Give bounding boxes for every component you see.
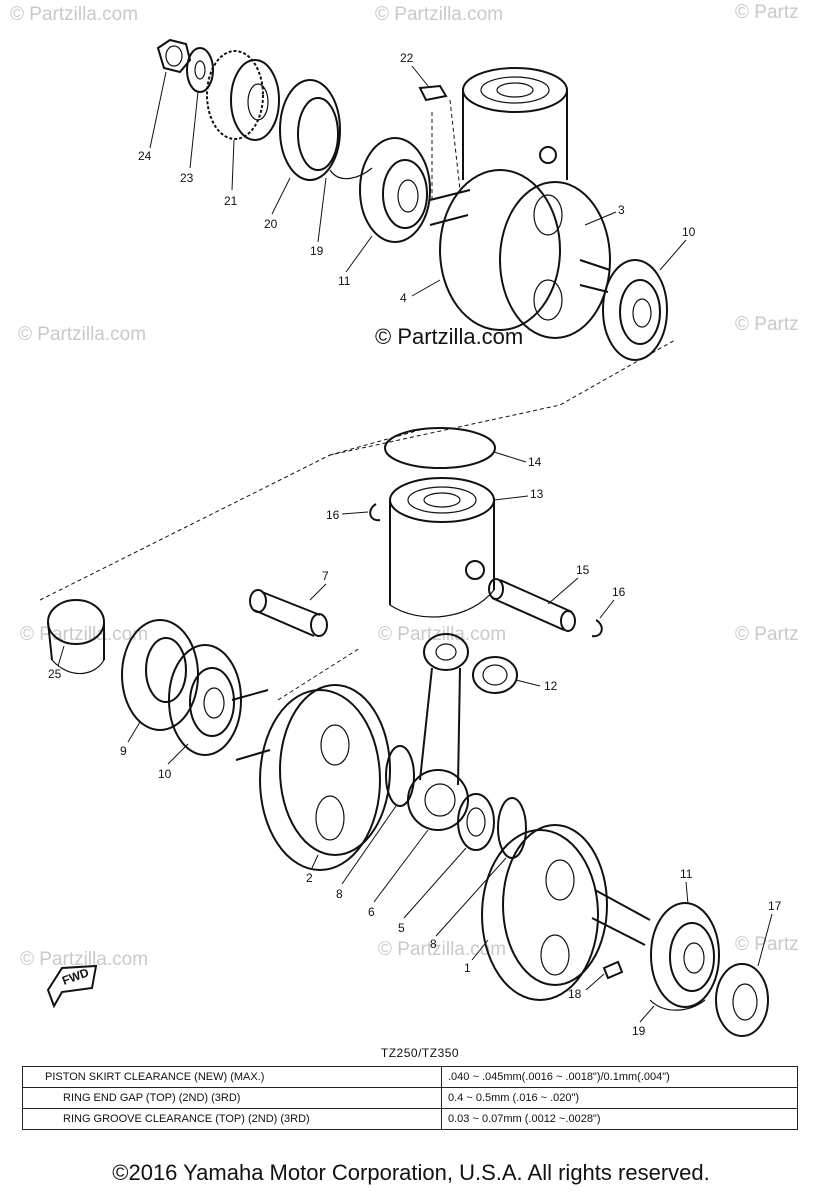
spec-table: PISTON SKIRT CLEARANCE (NEW) (MAX.) .040… — [22, 1066, 798, 1130]
watermark-top-left: © Partzilla.com — [10, 4, 138, 25]
watermark-right-2: © Partz — [735, 624, 799, 645]
watermark-bottom-right: © Partz — [735, 934, 799, 955]
callout-10-top: 10 — [682, 225, 696, 239]
table-row: RING GROOVE CLEARANCE (TOP) (2ND) (3RD) … — [22, 1108, 798, 1130]
callout-19-lower: 19 — [632, 1024, 646, 1038]
watermark-bottom-left: © Partzilla.com — [20, 949, 148, 970]
part-14-piston-ring — [384, 427, 496, 469]
callout-18: 18 — [568, 987, 582, 1001]
callout-13: 13 — [530, 487, 544, 501]
guide-line-lower — [277, 647, 361, 701]
watermark-main: © Partzilla.com — [375, 324, 523, 349]
watermark-mid-right: © Partz — [735, 314, 799, 335]
callout-6: 6 — [368, 905, 375, 919]
part-13-piston — [389, 477, 495, 618]
callout-12: 12 — [544, 679, 558, 693]
callout-17: 17 — [768, 899, 782, 913]
spec-value: 0.03 ~ 0.07mm (.0012 ~.0028") — [441, 1108, 798, 1130]
table-row: PISTON SKIRT CLEARANCE (NEW) (MAX.) .040… — [22, 1066, 798, 1088]
table-row: RING END GAP (TOP) (2ND) (3RD) 0.4 ~ 0.5… — [22, 1087, 798, 1109]
callout-4: 4 — [400, 291, 407, 305]
watermark-top-center: © Partzilla.com — [375, 4, 503, 25]
callout-5: 5 — [398, 921, 405, 935]
guide-line-middle — [39, 339, 676, 601]
callout-24: 24 — [138, 149, 152, 163]
part-11-bearing-top — [359, 137, 431, 243]
part-10-bearing-lower — [168, 644, 242, 756]
crankshaft-piston-exploded-diagram: © Partzilla.com © Partzilla.com © Partz … — [10, 2, 799, 1038]
callout-14: 14 — [528, 455, 542, 469]
spec-label: RING END GAP (TOP) (2ND) (3RD) — [22, 1087, 442, 1109]
spec-label: RING GROOVE CLEARANCE (TOP) (2ND) (3RD) — [22, 1108, 442, 1130]
spec-label: PISTON SKIRT CLEARANCE (NEW) (MAX.) — [22, 1066, 442, 1088]
part-18-key — [602, 960, 624, 980]
part-6-connecting-rod — [407, 633, 469, 831]
spec-table-title: TZ250/TZ350 — [380, 1046, 460, 1060]
callout-9: 9 — [120, 744, 127, 758]
callout-2: 2 — [306, 871, 313, 885]
callout-11-top: 11 — [338, 274, 351, 288]
part-23-washer — [186, 47, 214, 93]
fwd-arrow-icon: FWD — [46, 964, 98, 1009]
copyright-footer: ©2016 Yamaha Motor Corporation, U.S.A. A… — [112, 1160, 710, 1185]
guide-line-top — [431, 99, 461, 200]
part-12-needle-bearing-small — [472, 656, 518, 694]
part-22-key — [418, 84, 448, 102]
callout-25: 25 — [48, 667, 62, 681]
callout-20: 20 — [264, 217, 278, 231]
watermark-mid-left: © Partzilla.com — [18, 324, 146, 345]
spec-value: 0.4 ~ 0.5mm (.016 ~ .020") — [441, 1087, 798, 1109]
callout-8-right: 8 — [430, 937, 437, 951]
callout-10-lower: 10 — [158, 767, 172, 781]
callout-1: 1 — [464, 961, 471, 975]
guide-line-middle-2 — [329, 429, 421, 456]
part-19-clip-lower — [649, 999, 706, 1011]
part-1-crank-half-right — [481, 824, 651, 1001]
part-19-clip — [329, 167, 373, 180]
part-7-crank-pin — [249, 589, 328, 637]
watermark-top-right: © Partz — [735, 2, 799, 23]
part-9-oil-seal — [121, 619, 199, 731]
callout-7: 7 — [322, 569, 329, 583]
callout-3: 3 — [618, 203, 625, 217]
part-16-circlip-left — [369, 503, 381, 522]
callout-22: 22 — [400, 51, 414, 65]
callout-8-left: 8 — [336, 887, 343, 901]
watermark-left-2: © Partzilla.com — [20, 624, 148, 645]
callout-16-left: 16 — [326, 508, 340, 522]
callout-21: 21 — [224, 194, 238, 208]
part-15-piston-pin — [488, 578, 576, 632]
callout-15: 15 — [576, 563, 590, 577]
part-16-circlip-right — [591, 619, 603, 638]
part-25-collar — [47, 599, 105, 675]
part-8-thrust-washer-left — [385, 745, 415, 807]
part-17-oil-seal — [715, 963, 769, 1037]
part-5-needle-bearing-big — [457, 793, 495, 851]
callout-11-lower: 11 — [680, 867, 693, 881]
part-24-nut — [156, 38, 192, 74]
callout-labels: 24 23 21 20 19 11 22 3 10 4 14 13 16 15 … — [48, 51, 782, 1038]
spec-value: .040 ~ .045mm(.0016 ~ .0018")/0.1mm(.004… — [441, 1066, 798, 1088]
callout-19: 19 — [310, 244, 324, 258]
part-2-crank-half-left — [231, 684, 391, 871]
part-21-gear — [206, 50, 280, 141]
callout-16-right: 16 — [612, 585, 626, 599]
callout-23: 23 — [180, 171, 194, 185]
part-20-oil-seal — [279, 79, 341, 181]
watermark-bottom-center: © Partzilla.com — [378, 939, 506, 960]
part-10-bearing-top — [602, 259, 668, 361]
part-3-4-crank-assembly — [429, 67, 611, 339]
part-11-bearing-lower — [650, 902, 720, 1008]
